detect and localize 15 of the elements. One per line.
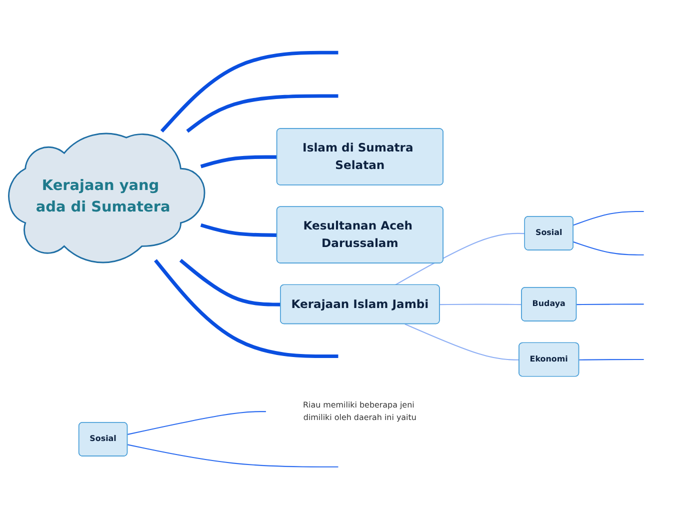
connector-line	[160, 51, 338, 133]
connector-line	[576, 304, 644, 306]
connector-line	[186, 94, 338, 133]
connector-line	[200, 224, 278, 238]
connector-line	[179, 259, 281, 307]
connector-line	[200, 155, 278, 168]
connector-line	[579, 359, 644, 361]
connector-line	[573, 211, 644, 226]
connector-line	[394, 233, 525, 286]
connector-line	[154, 259, 338, 358]
connector-line	[440, 304, 522, 306]
connector-line	[128, 411, 266, 436]
connector-line	[128, 444, 338, 468]
connector-line	[573, 242, 644, 256]
connector-line	[404, 324, 520, 361]
